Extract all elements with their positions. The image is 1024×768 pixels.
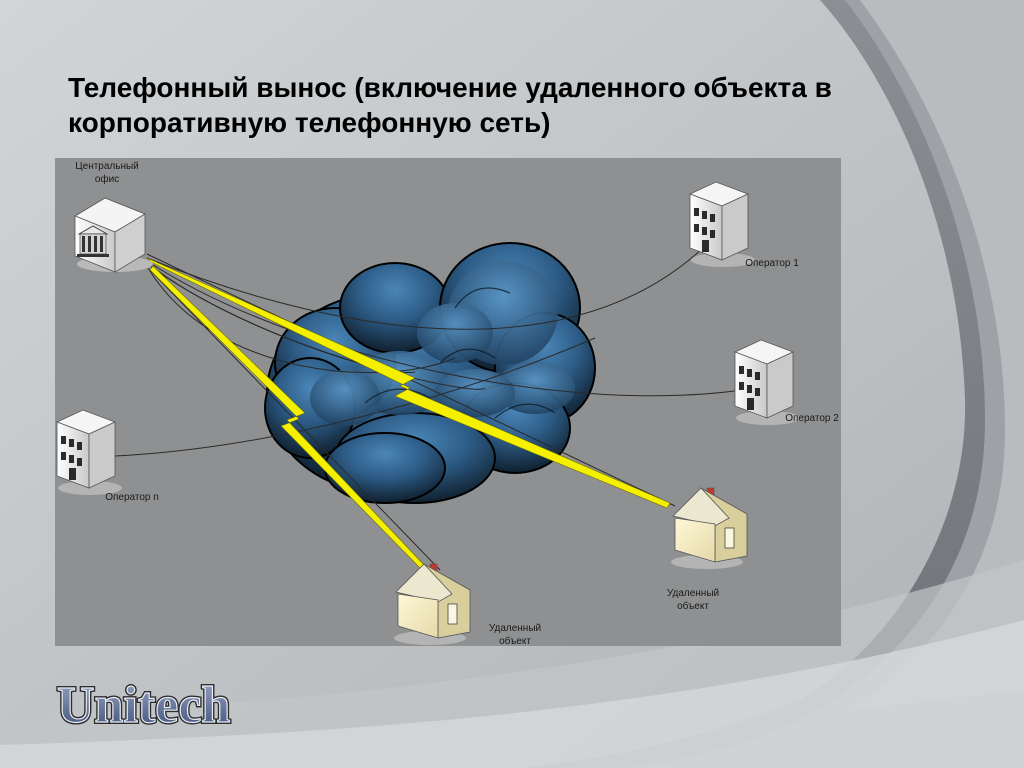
building-icon [733, 339, 795, 419]
remote-object-2-label: Удаленный объект [653, 587, 733, 613]
central-office-node [74, 197, 153, 273]
operator-1-label: Оператор 1 [745, 258, 799, 269]
remote-object-1-label-line1: Удаленный [488, 623, 542, 634]
central-office-label-line1: Центральный [75, 161, 139, 172]
house-icon [672, 487, 748, 563]
office-building-icon [77, 225, 109, 257]
operator-1-node [688, 181, 755, 267]
logo-text: Unitech [57, 677, 230, 732]
operator-n-node [55, 409, 122, 495]
remote-object-1-label: Удаленный объект [475, 622, 555, 646]
remote-object-2-node [671, 487, 748, 569]
operator-n-label: Оператор n [105, 492, 159, 503]
connection-lines [114, 245, 756, 571]
remote-object-2-label-line1: Удаленный [666, 588, 720, 599]
central-office-label-line2: офис [94, 174, 120, 185]
operator-2-label: Оператор 2 [785, 413, 839, 424]
building-icon [688, 181, 750, 261]
building-icon [55, 409, 117, 489]
slide-title: Телефонный вынос (включение удаленного о… [68, 72, 832, 138]
remote-object-2-label-line2: объект [677, 601, 709, 612]
central-office-label: Центральный офис [67, 160, 147, 186]
remote-object-1-label-line2: объект [499, 636, 531, 646]
diagram-canvas [55, 181, 800, 645]
house-icon [395, 563, 471, 639]
network-diagram: Центральный офис Оператор 1 Оператор 2 О… [55, 158, 841, 646]
logo-text-shadow: Unitech [57, 677, 230, 732]
operator-2-node [733, 339, 800, 425]
remote-object-1-node [394, 563, 471, 645]
unitech-logo: Unitech Unitech [55, 675, 232, 732]
cloud-icon [264, 242, 596, 504]
